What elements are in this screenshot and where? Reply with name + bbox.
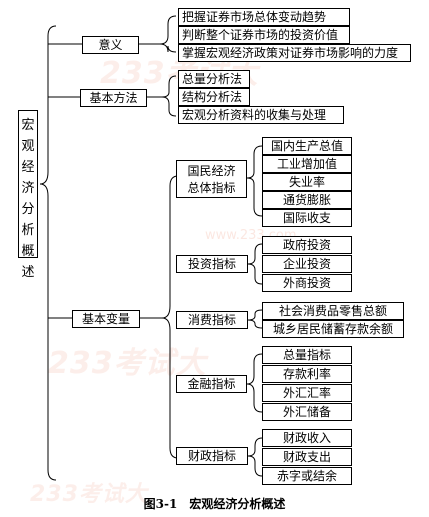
- category-fiscal: 财政指标: [176, 447, 248, 465]
- indicator-item: 外汇汇率: [262, 384, 352, 402]
- meaning-item: 掌握宏观经济政策对证券市场影响的力度: [178, 44, 411, 62]
- indicator-item: 财政支出: [262, 448, 352, 466]
- indicator-item: 社会消费品零售总额: [262, 302, 404, 320]
- figure-caption: 图3-1 宏观经济分析概述: [143, 497, 286, 511]
- meaning-item: 判断整个证券市场的投资价值: [178, 26, 350, 44]
- indicator-item: 国际收支: [262, 209, 352, 227]
- indicator-item: 财政收入: [262, 429, 352, 447]
- indicator-item: 企业投资: [262, 255, 352, 273]
- indicator-item: 存款利率: [262, 365, 352, 383]
- category-national-economy: 国民经济总体指标: [176, 160, 247, 198]
- indicator-item: 赤字或结余: [262, 467, 352, 485]
- meaning-item: 把握证券市场总体变动趋势: [178, 8, 350, 26]
- node-methods: 基本方法: [80, 89, 147, 107]
- indicator-item: 总量指标: [262, 346, 352, 364]
- method-item: 结构分析法: [178, 88, 250, 106]
- category-investment: 投资指标: [176, 255, 248, 273]
- category-finance: 金融指标: [176, 375, 247, 393]
- indicator-item: 外汇储备: [262, 403, 352, 421]
- node-meaning: 意义: [82, 36, 139, 54]
- category-consumption: 消费指标: [176, 311, 248, 329]
- indicator-item: 工业增加值: [262, 155, 352, 173]
- indicator-item: 政府投资: [262, 236, 352, 254]
- node-variables: 基本变量: [72, 310, 140, 328]
- indicator-item: 外商投资: [262, 274, 352, 292]
- method-item: 总量分析法: [178, 70, 250, 88]
- indicator-item: 失业率: [262, 173, 352, 191]
- indicator-item: 国内生产总值: [262, 137, 352, 155]
- indicator-item: 通货膨胀: [262, 191, 352, 209]
- root-node: 宏观经济分析概述: [18, 110, 38, 280]
- indicator-item: 城乡居民储蓄存款余额: [262, 320, 404, 338]
- method-item: 宏观分析资料的收集与处理: [178, 106, 344, 124]
